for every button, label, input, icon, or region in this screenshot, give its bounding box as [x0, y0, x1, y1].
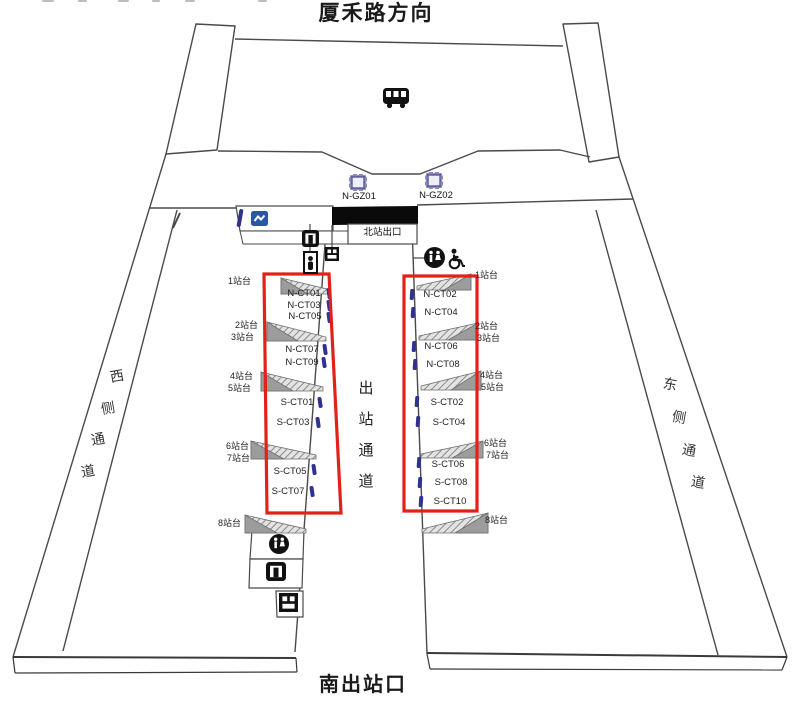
cropped-text-artifact: [152, 0, 160, 2]
platform-label: 8站台: [218, 518, 242, 528]
ct-label: S-CT03: [276, 417, 310, 428]
cropped-text-artifact: [258, 0, 267, 2]
exit-passage-label: 出: [358, 380, 374, 397]
platform-label: 6站台: [484, 438, 508, 448]
ct-label: N-CT04: [424, 307, 458, 318]
ct-label: S-CT01: [280, 397, 314, 408]
info-sign-icon: [251, 211, 268, 226]
platform-label: 1站台: [475, 270, 499, 280]
cropped-text-artifact: [78, 0, 87, 2]
ct-label: N-CT07: [285, 344, 319, 355]
cropped-text-artifact: [42, 0, 54, 2]
exit-passage-label: 通: [358, 442, 374, 459]
gz-marker-label: N-GZ02: [419, 190, 453, 201]
platform-label: 8站台: [485, 515, 509, 525]
south-exit-title: 南出站口: [319, 674, 407, 696]
gate-bar-icon: [236, 209, 244, 227]
north-exit-black-bar: [332, 206, 418, 225]
platform-label: 5站台: [481, 382, 505, 392]
ct-label: S-CT05: [273, 466, 307, 477]
window-grid-icon: [325, 247, 339, 261]
platform-label: 3站台: [231, 332, 255, 342]
south-edge: [12, 652, 788, 674]
ct-label: S-CT04: [432, 417, 466, 428]
platform-label: 7站台: [486, 450, 510, 460]
east-corridor-label: 道: [689, 472, 707, 492]
wheelchair-access-icon: [448, 248, 465, 270]
cropped-text-artifact: [185, 0, 195, 2]
ct-label: S-CT07: [271, 486, 305, 497]
restroom-icon: [269, 534, 289, 554]
exit-passage-label: 道: [358, 473, 374, 490]
east-corridor-label: 侧: [670, 407, 688, 427]
doorway-person-icon: [303, 251, 318, 274]
station-outline: [12, 22, 788, 658]
platform-label: 2站台: [235, 320, 259, 330]
east-corridor-label: 东: [661, 374, 679, 394]
ct-label: S-CT06: [431, 459, 465, 470]
elevator-icon: [266, 562, 286, 581]
north-direction-title: 厦禾路方向: [318, 2, 434, 25]
platform-label: 2站台: [475, 321, 499, 331]
ct-label: N-CT09: [285, 357, 319, 368]
ct-label: N-CT05: [288, 311, 322, 322]
platform-label: 4站台: [230, 371, 254, 381]
elevator-icon: [302, 230, 319, 247]
ct-label: S-CT02: [430, 397, 464, 408]
ct-label: N-CT02: [423, 289, 457, 300]
west-corridor-label: 道: [79, 461, 97, 481]
gz-marker-label: N-GZ01: [342, 191, 376, 202]
exit-passage-label: 站: [358, 411, 374, 428]
window-grid-icon: [279, 593, 298, 612]
platform-label: 6站台: [226, 441, 250, 451]
bus-icon: [383, 88, 409, 109]
east-corridor-label: 通: [680, 440, 698, 460]
platform-label: 7站台: [227, 453, 251, 463]
west-corridor-label: 侧: [99, 398, 117, 418]
fare-gate-bars: [309, 287, 424, 508]
ct-label: S-CT08: [434, 477, 468, 488]
platform-label: 3站台: [477, 333, 501, 343]
ct-label: N-CT08: [426, 359, 460, 370]
ct-label: S-CT10: [433, 496, 467, 507]
platform-label: 4站台: [480, 370, 504, 380]
ct-label: N-CT06: [424, 341, 458, 352]
platform-label: 5站台: [228, 383, 252, 393]
platform-label: 1站台: [228, 276, 252, 286]
ct-label: N-CT01: [287, 288, 321, 299]
gate-marker-icon: [349, 172, 443, 191]
right-annotation-box: [402, 274, 479, 513]
west-corridor-label: 通: [89, 429, 107, 449]
cropped-text-artifact: [118, 0, 129, 2]
restroom-icon: [424, 247, 445, 268]
west-corridor-label: 西: [108, 366, 126, 386]
ct-label: N-CT03: [287, 300, 321, 311]
north-exit-label: 北站出口: [363, 227, 402, 238]
